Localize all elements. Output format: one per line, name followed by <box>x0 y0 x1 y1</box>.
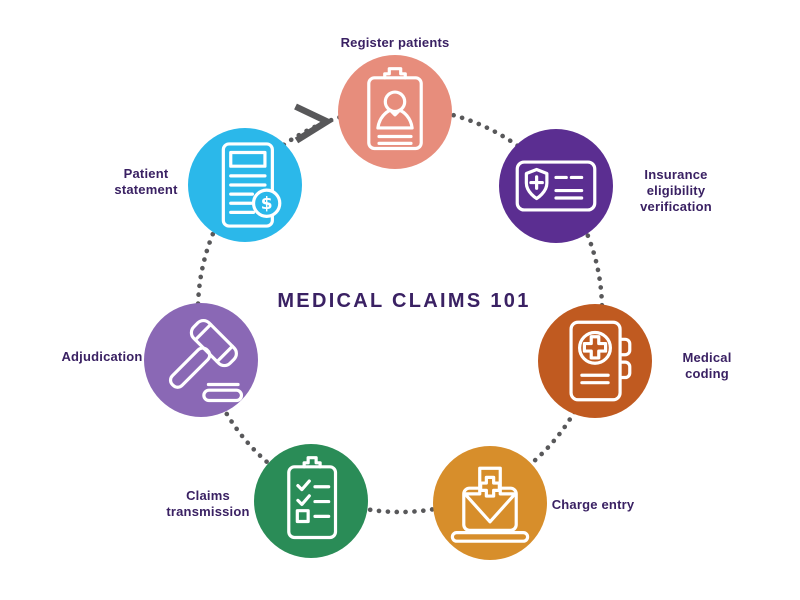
label-patient-statement: Patient statement <box>114 166 178 197</box>
insurance-card-shield-icon <box>515 160 597 212</box>
step-claims-transmission <box>254 444 368 558</box>
step-charge-entry <box>433 446 547 560</box>
step-circle-adjudication <box>144 303 258 417</box>
step-circle-insurance-eligibility <box>499 129 613 243</box>
laptop-download-icon <box>450 466 530 543</box>
label-medical-coding: Medical coding <box>682 350 732 381</box>
step-circle-medical-coding <box>538 304 652 418</box>
step-circle-claims-transmission <box>254 444 368 558</box>
label-register-patients: Register patients <box>340 35 450 50</box>
label-insurance-eligibility-verification: Insurance eligibility verification <box>640 167 712 214</box>
dollar-sign-glyph: $ <box>261 194 273 214</box>
flow-arrowhead-icon <box>294 103 334 144</box>
label-adjudication: Adjudication <box>61 349 143 364</box>
patient-id-card-icon <box>367 67 423 151</box>
step-adjudication <box>144 303 258 417</box>
step-circle-register-patients <box>338 55 452 169</box>
medical-codebook-icon <box>569 320 632 402</box>
gavel-icon <box>168 318 244 403</box>
step-insurance-eligibility-verification <box>499 129 613 243</box>
step-circle-charge-entry <box>433 446 547 560</box>
checklist-clipboard-icon <box>287 456 338 540</box>
diagram-title: MEDICAL CLAIMS 101 <box>277 290 531 312</box>
step-register-patients <box>338 55 452 169</box>
billing-statement-icon: $ <box>221 142 282 228</box>
step-circle-patient-statement: $ <box>188 128 302 242</box>
label-charge-entry: Charge entry <box>551 497 635 512</box>
step-patient-statement: $ <box>188 128 302 242</box>
step-medical-coding <box>538 304 652 418</box>
label-claims-transmission: Claims transmission <box>166 488 250 519</box>
